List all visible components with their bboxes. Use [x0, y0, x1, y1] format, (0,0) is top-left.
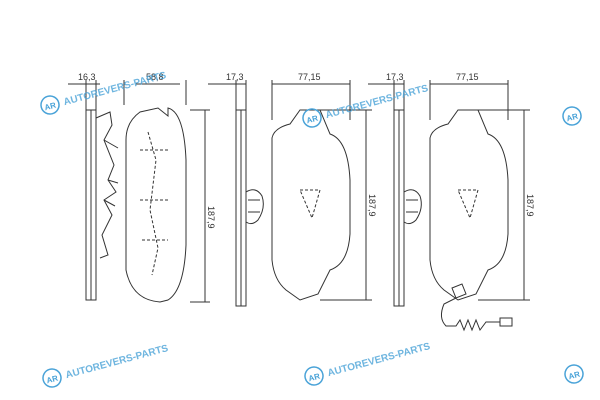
- pad-1-assembly: [68, 80, 210, 303]
- pad-3-wear-sensor: [440, 283, 500, 332]
- watermark-logo: AR: [565, 112, 579, 124]
- watermark-logo: AR: [307, 372, 321, 384]
- watermark-logo: AR: [43, 101, 57, 113]
- pad-3-assembly: [368, 80, 530, 332]
- pad-1-height-label: 187,9: [206, 206, 216, 229]
- watermark-text: AUTOREVERS-PARTS: [324, 83, 429, 121]
- pad-3-height-label: 187,9: [525, 194, 535, 217]
- watermark-logo: AR: [567, 370, 581, 382]
- pad-2-assembly: [208, 80, 372, 307]
- pad-3-face-view: [429, 109, 509, 301]
- pad-2-height-label: 187,9: [367, 194, 377, 217]
- pad-2-thickness-label: 17,3: [226, 72, 244, 82]
- pad-2-face-view: [271, 109, 351, 301]
- watermark-text: AUTOREVERS-PARTS: [326, 341, 431, 379]
- pad-3-thickness-label: 17,3: [386, 72, 404, 82]
- watermark-top-right: AR: [562, 106, 582, 126]
- pad-2-width-label: 77,15: [298, 72, 321, 82]
- watermark-bottom-right: AR: [564, 364, 584, 384]
- watermark-bottom-middle: AR AUTOREVERS-PARTS: [304, 341, 432, 386]
- pad-1-thickness-label: 16,3: [78, 72, 96, 82]
- pad-3-width-label: 77,15: [456, 72, 479, 82]
- pad-3-spring-clip: [403, 189, 422, 225]
- watermark-text: AUTOREVERS-PARTS: [64, 343, 169, 381]
- pad-1-spring-clip: [95, 111, 117, 259]
- pad-1-face-view: [125, 107, 187, 303]
- pad-1-width-label: 58,8: [146, 72, 164, 82]
- watermark-bottom-left: AR AUTOREVERS-PARTS: [42, 343, 170, 388]
- pad-2-spring-clip: [245, 189, 264, 225]
- watermark-logo: AR: [305, 114, 319, 126]
- watermark-logo: AR: [45, 374, 59, 386]
